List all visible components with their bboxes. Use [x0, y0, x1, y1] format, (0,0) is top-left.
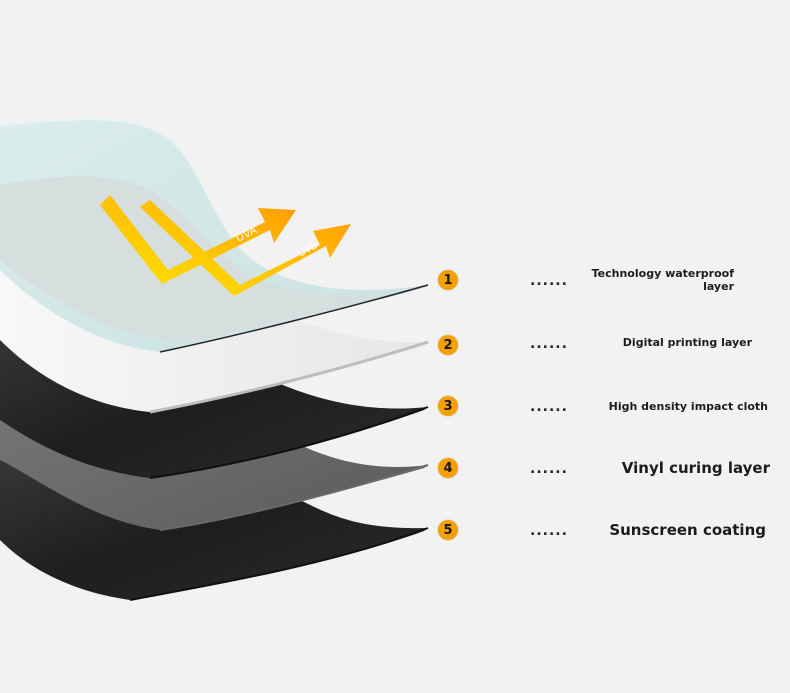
layer-1-leader-dots: ...... — [530, 273, 568, 289]
layer-4-leader-dots: ...... — [530, 461, 568, 477]
layer-1-edge — [159, 284, 429, 353]
layer-5-label: Sunscreen coating — [609, 521, 766, 539]
layer-5-number-badge: 5 — [438, 520, 458, 540]
layer-3-edge — [149, 406, 429, 479]
layer-3-number-badge: 3 — [438, 396, 458, 416]
uvb-text: UVB — [296, 240, 320, 260]
layer-3-label: High density impact cloth — [608, 400, 768, 413]
layer-5-leader-dots: ...... — [530, 523, 568, 539]
layer-2-label: Digital printing layer — [622, 336, 752, 349]
layer-1-label: Technology waterproof layer — [591, 267, 734, 293]
layer-4-number-badge: 4 — [438, 458, 458, 478]
layer-4-label: Vinyl curing layer — [621, 459, 770, 477]
layer-2-leader-dots: ...... — [530, 336, 568, 352]
layer-4-edge — [159, 464, 429, 531]
layer-2-edge — [149, 340, 429, 414]
layer-2-number-badge: 2 — [438, 335, 458, 355]
uva-arrow — [100, 195, 296, 284]
layer-1-top-edge — [0, 118, 181, 151]
layer-3-leader-dots: ...... — [530, 399, 568, 415]
layer-5-edge — [129, 527, 429, 601]
layer-1-number-badge: 1 — [438, 270, 458, 290]
